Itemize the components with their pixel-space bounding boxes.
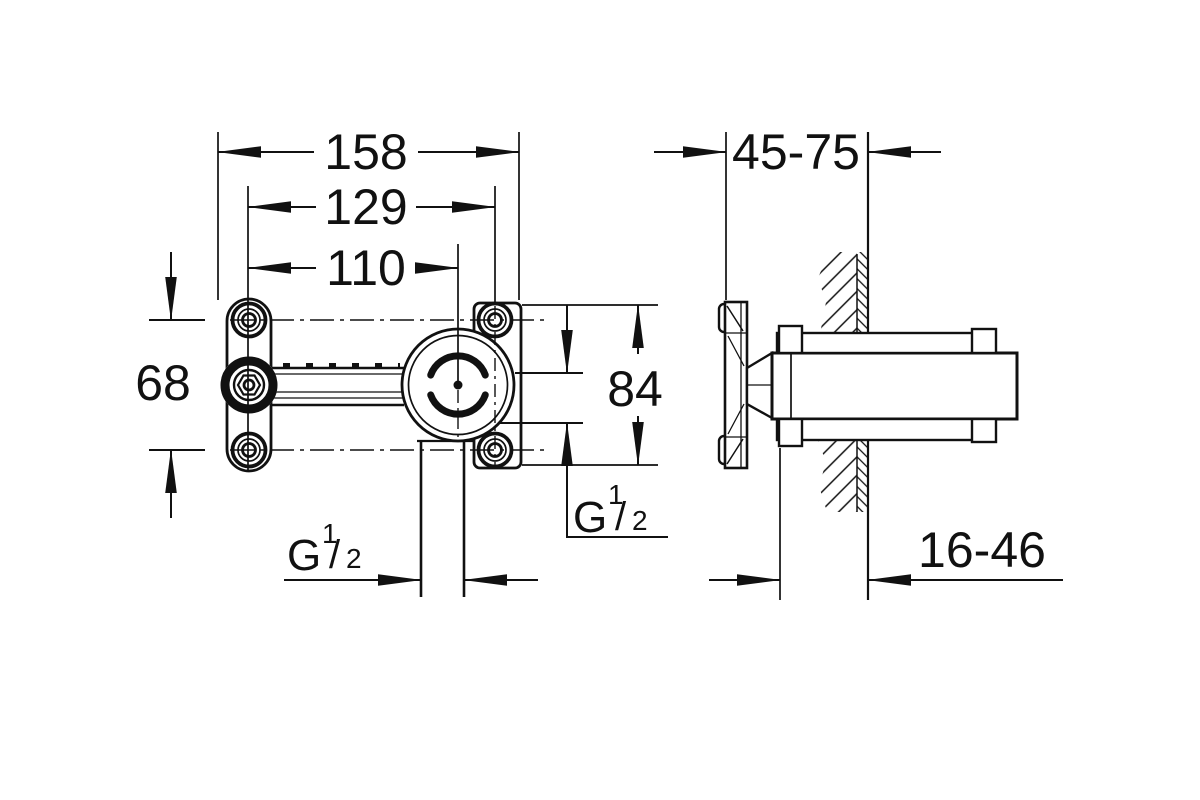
thread-numerator: 1 (608, 479, 624, 510)
dim-value: 45-75 (732, 124, 860, 180)
dim-value: 158 (324, 124, 407, 180)
tube-top-right-block (970, 327, 998, 355)
side-body (770, 351, 1019, 421)
leader-arrow-up (561, 422, 668, 538)
thread-prefix: G (287, 531, 321, 580)
side-view (717, 132, 1019, 600)
wall-hatch-masonry-upper (818, 252, 857, 334)
dimension-layer: 158 129 110 68 (135, 124, 1063, 600)
side-tube-top (775, 324, 998, 355)
fitting-hex-nut (236, 374, 262, 396)
dim-body-height: 84 (522, 304, 663, 466)
side-flange (717, 300, 749, 470)
inlet-fitting (220, 356, 278, 414)
centerlines (230, 306, 548, 466)
tube-top-left-block (777, 324, 804, 355)
flange-plate (723, 300, 749, 470)
dim-total-width: 158 (217, 124, 520, 300)
fitting-black-ring (220, 356, 278, 414)
tube-fill (270, 366, 405, 407)
flange-arm-diagonal-top (726, 305, 744, 332)
thread-label-bottom-outlet: G 1 / 2 (284, 518, 538, 586)
wall-section (817, 132, 870, 600)
dim-hole-spacing: 129 (247, 179, 496, 472)
wall-hatch-finish-upper (857, 252, 868, 334)
thread-label-side-outlet: G 1 / 2 (500, 305, 668, 542)
dim-value: 110 (326, 240, 406, 296)
tube-bottom-right-block (970, 417, 998, 444)
rotation-arc-bottom (427, 391, 489, 418)
front-view (220, 297, 548, 597)
tube-bottom-outline (775, 417, 979, 442)
thread-denominator: 2 (346, 543, 362, 574)
tube-bottom-left-block (777, 417, 804, 448)
dim-value: 84 (607, 361, 663, 417)
side-hub (745, 350, 774, 421)
side-tube-bottom (775, 417, 998, 448)
thread-slash: / (615, 495, 627, 539)
dim-depth-range: 45-75 (654, 124, 941, 300)
outlet-pipe-bottom (417, 439, 474, 597)
dim-protrusion-range: 16-46 (709, 448, 1063, 600)
dim-center-distance: 110 (247, 240, 459, 385)
thread-numerator: 1 (322, 518, 338, 549)
tube-top-outline (775, 331, 979, 355)
wall-hatch-masonry-lower (817, 438, 857, 512)
dim-value: 68 (135, 355, 191, 411)
fitting-center-hole (242, 378, 256, 392)
dim-bracket-hole-spacing: 68 (135, 252, 205, 518)
wall-hatch-finish-lower (857, 438, 868, 512)
side-body-block (770, 351, 1019, 421)
thread-prefix: G (573, 493, 607, 542)
dim-value: 16-46 (918, 522, 1046, 578)
flange-wedge-top (727, 335, 745, 367)
connecting-tube (270, 363, 405, 407)
flange-arm-diagonal-bottom (726, 438, 744, 465)
thread-slash: / (329, 533, 341, 577)
thread-denominator: 2 (632, 505, 648, 536)
flange-wedge-bottom (727, 403, 745, 435)
dim-value: 129 (324, 179, 407, 235)
